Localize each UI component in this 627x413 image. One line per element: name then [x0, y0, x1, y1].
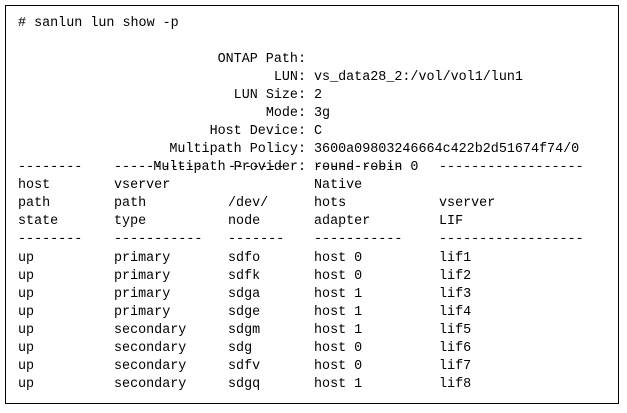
header-cell: node: [228, 214, 261, 229]
cell-host-adapter: host 0: [314, 251, 363, 266]
cell-path-state: up: [18, 251, 35, 266]
cell-dev-node: sdga: [228, 287, 261, 302]
detail-value: round-robin 0: [314, 160, 419, 175]
cell-dev-node: sdfo: [228, 251, 261, 266]
cell-dev-node: sdge: [228, 305, 261, 320]
cell-vserver-lif: lif8: [439, 377, 472, 392]
cell-path-type: secondary: [114, 341, 187, 356]
detail-value: Native: [314, 178, 363, 193]
cell-path-type: primary: [114, 287, 171, 302]
separator-segment: -------: [228, 232, 285, 247]
header-cell: /dev/: [228, 196, 269, 211]
cell-host-adapter: host 1: [314, 287, 363, 302]
cell-path-type: primary: [114, 269, 171, 284]
header-cell: path: [18, 196, 51, 211]
detail-label: Mode:: [265, 106, 306, 121]
cell-dev-node: sdgq: [228, 377, 261, 392]
cell-path-type: primary: [114, 251, 171, 266]
cell-vserver-lif: lif6: [439, 341, 472, 356]
header-cell: vserver: [114, 178, 171, 193]
header-cell: adapter: [314, 214, 371, 229]
detail-multipath-policy: Multipath Policy: round-robin 0: [6, 123, 618, 175]
cell-path-state: up: [18, 287, 35, 302]
cell-dev-node: sdfk: [228, 269, 261, 284]
cell-vserver-lif: lif1: [439, 251, 472, 266]
header-cell: path: [114, 196, 147, 211]
cell-dev-node: sdfv: [228, 359, 261, 374]
detail-label: Host Device:: [209, 124, 306, 139]
detail-multipath-provider: Multipath Provider: Native: [6, 141, 618, 193]
detail-host-device: Host Device: 3600a09803246664c422b2d5167…: [6, 105, 618, 157]
terminal-output: # sanlun lun show -p ONTAP Path: vs_data…: [5, 5, 619, 404]
header-cell: type: [114, 214, 147, 229]
header-cell: hots: [314, 196, 347, 211]
detail-value: 3g: [314, 106, 331, 121]
cell-vserver-lif: lif3: [439, 287, 472, 302]
header-cell: state: [18, 214, 59, 229]
detail-lun: LUN: 2: [6, 51, 618, 103]
separator-segment: --------: [18, 160, 83, 175]
cell-path-state: up: [18, 341, 35, 356]
cell-path-type: secondary: [114, 359, 187, 374]
cell-host-adapter: host 1: [314, 323, 363, 338]
separator-segment: ------------------: [439, 232, 584, 247]
separator-segment: -----------: [314, 232, 403, 247]
cell-path-state: up: [18, 359, 35, 374]
detail-label: ONTAP Path:: [217, 52, 306, 67]
separator-segment: -----------: [114, 160, 203, 175]
separator-segment: -------: [228, 160, 285, 175]
header-cell: host: [18, 178, 51, 193]
cell-path-state: up: [18, 269, 35, 284]
cell-vserver-lif: lif4: [439, 305, 472, 320]
cell-path-type: primary: [114, 305, 171, 320]
cell-host-adapter: host 0: [314, 269, 363, 284]
detail-ontap-path: ONTAP Path: vs_data28_2:/vol/vol1/lun1: [6, 33, 618, 85]
detail-value: 3600a09803246664c422b2d51674f74/0: [314, 142, 580, 157]
cell-path-type: secondary: [114, 323, 187, 338]
cell-host-adapter: host 0: [314, 359, 363, 374]
cell-dev-node: sdgm: [228, 323, 261, 338]
cell-path-state: up: [18, 377, 35, 392]
cell-host-adapter: host 1: [314, 377, 363, 392]
cell-host-adapter: host 0: [314, 341, 363, 356]
detail-value: C: [314, 124, 323, 139]
detail-label: Multipath Provider:: [153, 160, 306, 175]
separator-segment: -----------: [314, 160, 403, 175]
header-cell: vserver: [439, 196, 496, 211]
detail-label: Multipath Policy:: [169, 142, 306, 157]
cell-vserver-lif: lif5: [439, 323, 472, 338]
cell-path-type: secondary: [114, 377, 187, 392]
cell-vserver-lif: lif2: [439, 269, 472, 284]
cell-dev-node: sdg: [228, 341, 253, 356]
detail-value: vs_data28_2:/vol/vol1/lun1: [314, 70, 523, 85]
cell-vserver-lif: lif7: [439, 359, 472, 374]
cell-path-state: up: [18, 305, 35, 320]
separator-segment: ------------------: [439, 160, 584, 175]
command-line: # sanlun lun show -p: [18, 16, 179, 31]
separator-segment: -----------: [114, 232, 203, 247]
detail-lun-size: LUN Size: 3g: [6, 69, 618, 121]
detail-label: LUN Size:: [233, 88, 306, 103]
detail-label: LUN:: [273, 70, 306, 85]
header-cell: LIF: [439, 214, 464, 229]
separator-segment: --------: [18, 232, 83, 247]
cell-host-adapter: host 1: [314, 305, 363, 320]
detail-value: 2: [314, 88, 323, 103]
detail-mode: Mode: C: [6, 87, 618, 139]
cell-path-state: up: [18, 323, 35, 338]
